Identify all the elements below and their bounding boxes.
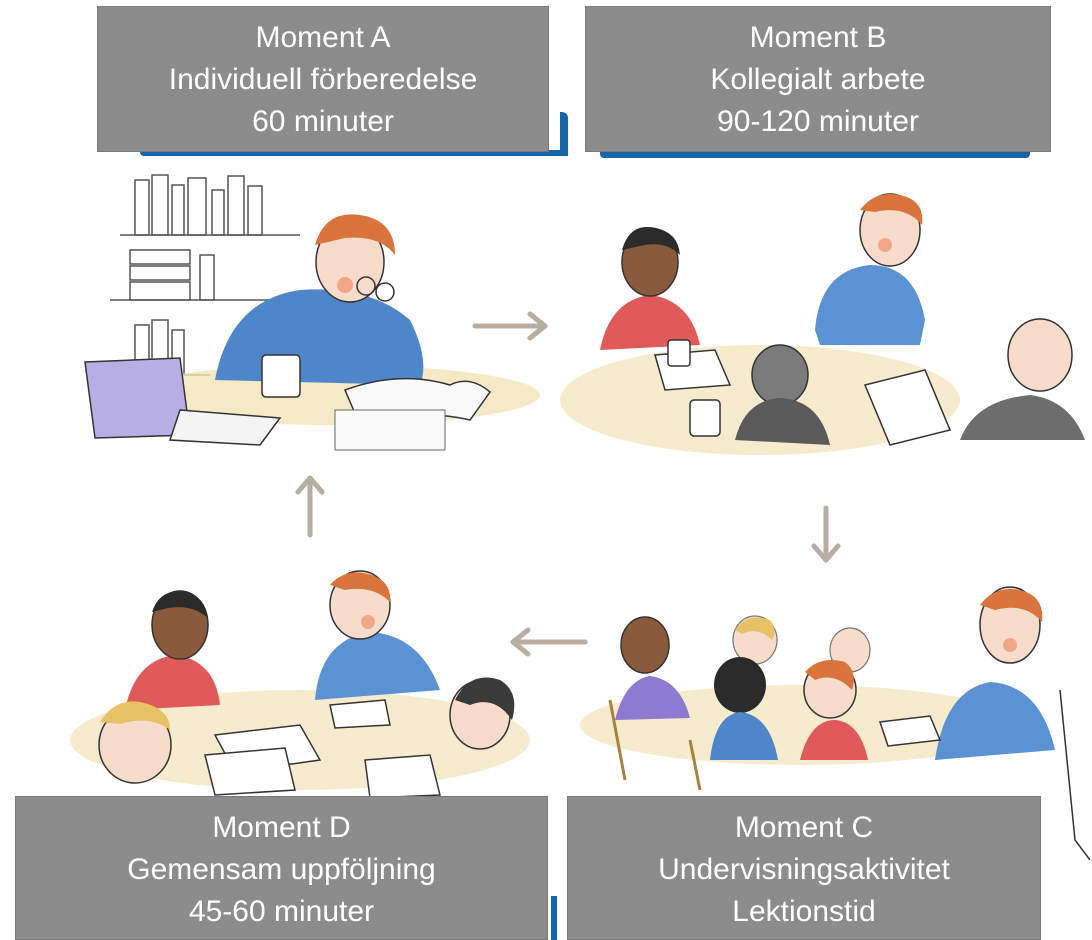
arrow-left-icon (510, 627, 588, 657)
moment-c-label: Moment C Undervisningsaktivitet Lektions… (567, 796, 1041, 940)
moment-b-title: Moment B (749, 21, 887, 54)
arrow-up-icon (295, 475, 325, 538)
moment-b-duration: 90-120 minuter (717, 105, 919, 138)
moment-c-activity: Undervisningsaktivitet (658, 853, 950, 886)
moment-a-title: Moment A (255, 21, 391, 54)
moment-d-duration: 45-60 minuter (188, 895, 375, 928)
moment-d-title: Moment D (212, 811, 351, 844)
accent-line-b (600, 152, 1030, 158)
arrow-right-icon (472, 311, 548, 341)
moment-c-title: Moment C (734, 811, 874, 844)
scene-collegial-work (560, 193, 1085, 455)
moment-d-activity: Gemensam uppföljning (127, 853, 436, 886)
scene-joint-follow-up (70, 570, 530, 799)
arrow-down-icon (811, 505, 841, 563)
accent-line-a-vertical (560, 112, 568, 156)
moment-b-label: Moment B Kollegialt arbete 90-120 minute… (585, 6, 1051, 152)
moment-a-label: Moment A Individuell förberedelse 60 min… (97, 6, 549, 152)
moment-c-duration: Lektionstid (732, 895, 876, 928)
scene-teaching-activity (580, 586, 1091, 861)
accent-line-d-vertical (551, 896, 557, 940)
moment-b-activity: Kollegialt arbete (710, 63, 926, 96)
scene-individual-preparation (84, 174, 540, 451)
moment-a-duration: 60 minuter (252, 105, 394, 138)
moment-a-activity: Individuell förberedelse (168, 63, 478, 96)
accent-line-a (140, 150, 568, 156)
moment-d-label: Moment D Gemensam uppföljning 45-60 minu… (15, 796, 548, 940)
